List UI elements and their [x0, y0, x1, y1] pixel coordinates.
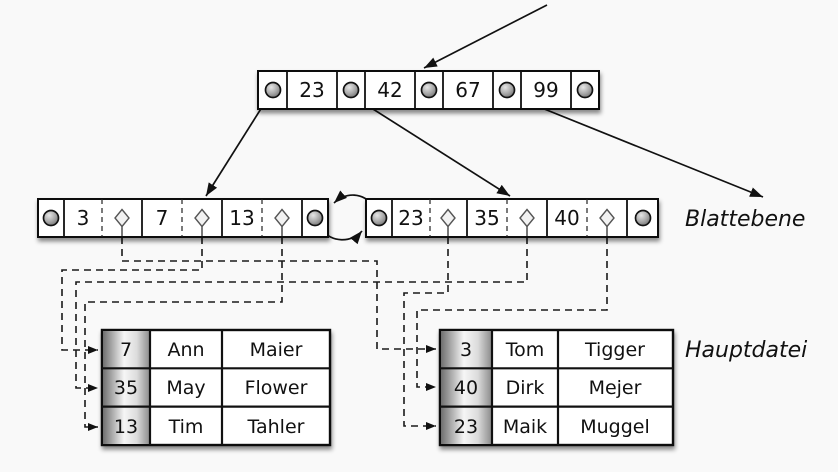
table-cell: Mejer — [589, 377, 642, 399]
record-link-key7 — [61, 237, 203, 354]
leaf-node-right: 23 35 40 — [365, 198, 659, 238]
table-cell: Flower — [245, 377, 308, 399]
table-cell: Muggel — [580, 416, 650, 438]
leaf-right-dashed-dividers — [429, 199, 588, 237]
leaf-left-dashed-dividers — [101, 199, 263, 237]
pointer-circle-icon — [342, 81, 360, 99]
record-link-key35 — [75, 237, 528, 392]
child-pointer-arrow-right-icon — [353, 96, 511, 197]
table-right-grid — [440, 330, 673, 445]
key-column-shading — [441, 331, 492, 444]
root-key: 67 — [455, 78, 480, 102]
table-left-rows: 7 Ann Maier 35 May Flower 13 Tim Tahler — [114, 339, 308, 438]
table-cell: 40 — [454, 377, 478, 399]
table-cell: Maik — [503, 416, 547, 438]
record-pointer-diamond-icon — [114, 208, 130, 228]
table-cell: Tigger — [584, 339, 645, 361]
main-file-label: Hauptdatei — [685, 338, 807, 363]
pointer-circle-icon — [370, 209, 388, 227]
leaf-key: 7 — [156, 206, 169, 230]
child-pointer-arrow-left-icon — [205, 95, 270, 197]
leaf-left-solid-dividers — [63, 199, 303, 237]
root-key: 99 — [533, 78, 558, 102]
record-link-key3 — [121, 237, 436, 353]
table-cell: Ann — [167, 339, 204, 361]
table-cell: Dirk — [506, 377, 545, 399]
leaf-node-right-box — [365, 198, 659, 238]
root-node: 23 42 67 99 — [257, 70, 600, 110]
record-pointer-diamond-icon — [274, 208, 290, 228]
table-cell: 13 — [114, 416, 138, 438]
key-column-shading — [103, 331, 150, 444]
pointer-circle-icon — [634, 209, 652, 227]
pointer-circle-icon — [420, 81, 438, 99]
tree-arrows — [205, 4, 764, 198]
leaf-key: 13 — [229, 206, 254, 230]
record-link-lines — [61, 237, 608, 431]
record-table-right: 3 Tom Tigger 40 Dirk Mejer 23 Maik Mugge… — [438, 328, 675, 447]
next-leaf-arrow-icon — [511, 95, 764, 198]
record-pointer-diamond-icon — [599, 208, 615, 228]
leaf-key: 23 — [398, 206, 423, 230]
record-pointer-diamond-icon — [194, 208, 210, 228]
leaf-key: 40 — [554, 206, 579, 230]
table-cell: 35 — [114, 377, 138, 399]
table-cell: 7 — [120, 339, 132, 361]
record-table-left: 7 Ann Maier 35 May Flower 13 Tim Tahler — [100, 328, 332, 447]
table-cell: 23 — [454, 416, 478, 438]
leaf-key: 3 — [77, 206, 90, 230]
record-pointer-diamond-icon — [440, 208, 456, 228]
root-node-box — [257, 70, 600, 110]
table-cell: Tim — [168, 416, 204, 438]
leaf-node-left: 3 7 13 — [37, 198, 329, 238]
table-cell: 3 — [460, 339, 472, 361]
leaf-right-record-pointers — [440, 208, 615, 236]
table-right-rows: 3 Tom Tigger 40 Dirk Mejer 23 Maik Mugge… — [454, 339, 650, 438]
leaf-right-solid-dividers — [391, 199, 628, 237]
record-link-key23 — [403, 237, 449, 430]
pointer-circle-icon — [264, 81, 282, 99]
root-key: 23 — [299, 78, 324, 102]
table-cell: May — [166, 377, 205, 399]
table-cell: Maier — [250, 339, 303, 361]
table-cell: Tahler — [247, 416, 305, 438]
record-link-key40 — [416, 237, 608, 391]
pointer-circle-icon — [306, 209, 324, 227]
pointer-circle-icon — [498, 81, 516, 99]
root-entry-arrow-icon — [423, 4, 548, 69]
leaf-key: 35 — [474, 206, 499, 230]
table-left-grid — [102, 330, 330, 445]
root-node-dividers — [286, 71, 572, 109]
root-key: 42 — [377, 78, 402, 102]
pointer-circle-icon — [576, 81, 594, 99]
leaf-left-record-pointers — [114, 208, 290, 236]
leaf-level-label: Blattebene — [685, 207, 805, 232]
table-cell: Tom — [505, 339, 545, 361]
pointer-circle-icon — [42, 209, 60, 227]
record-pointer-diamond-icon — [519, 208, 535, 228]
